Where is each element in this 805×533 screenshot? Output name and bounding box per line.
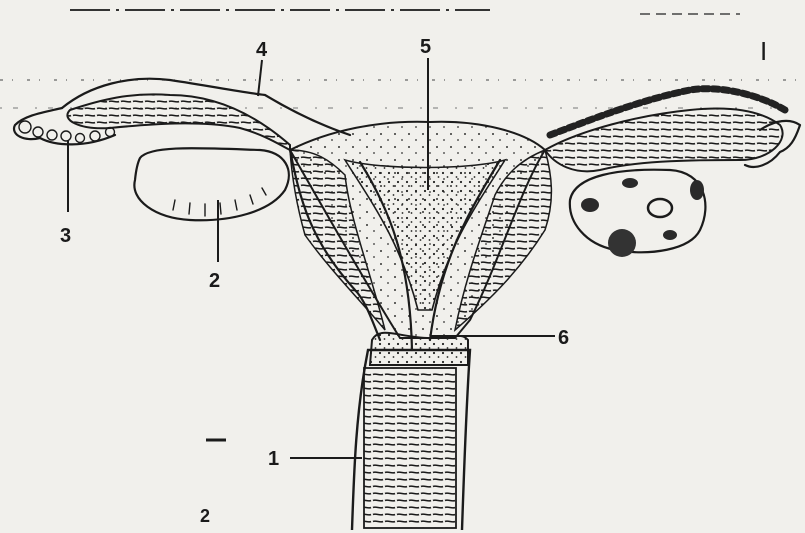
label-1: 1 xyxy=(268,448,279,470)
vagina-rugae xyxy=(364,368,456,528)
label-4: 4 xyxy=(256,39,268,61)
label-2: 2 xyxy=(209,270,220,292)
stray-mark-bottom-left: 2 xyxy=(200,506,210,526)
left-ovary xyxy=(134,148,288,220)
stray-mark-top-right: I xyxy=(760,36,767,66)
label-6: 6 xyxy=(558,327,569,349)
left-fallopian-tube xyxy=(67,94,290,150)
label-3: 3 xyxy=(60,225,71,247)
right-fallopian-tube xyxy=(545,109,783,172)
label-5: 5 xyxy=(420,36,431,58)
